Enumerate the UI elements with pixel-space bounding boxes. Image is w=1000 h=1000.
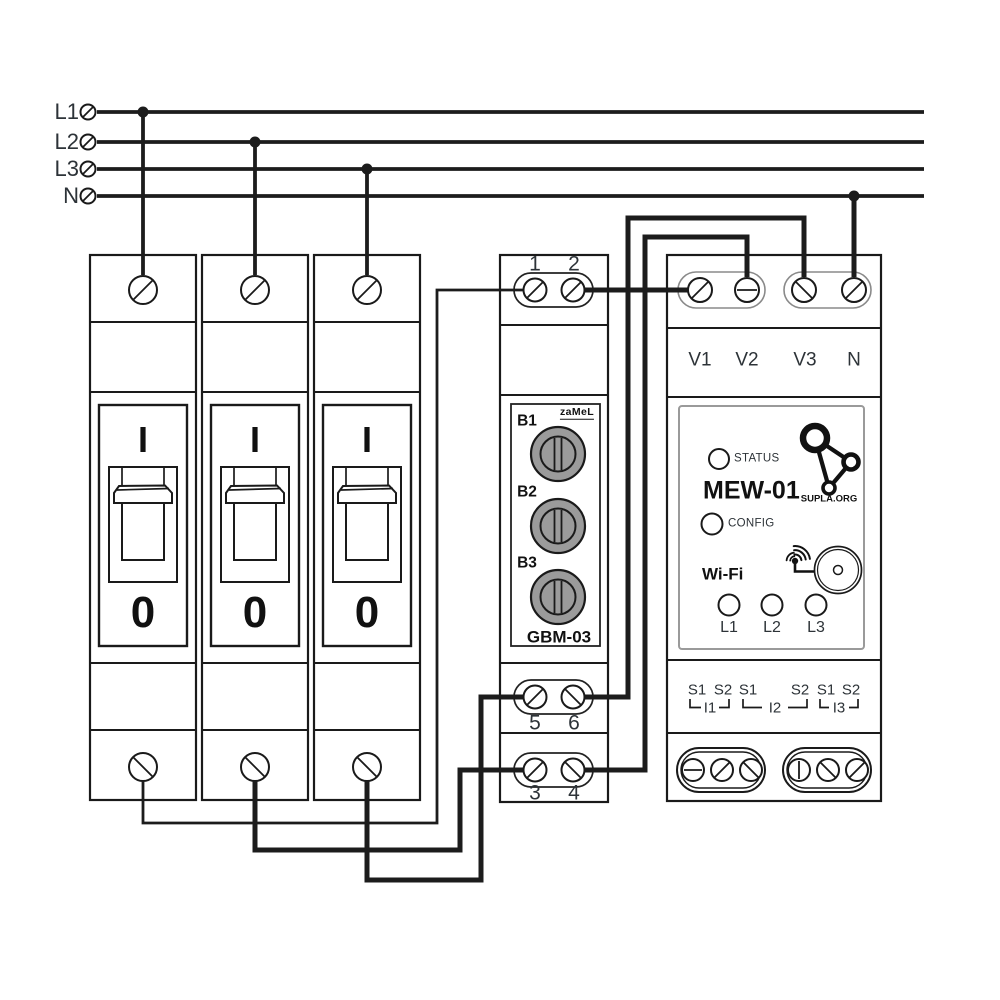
- supply-bus-lines: [97, 110, 924, 198]
- breaker-toggle-lever: [108, 466, 178, 583]
- bus-label-n: N: [63, 183, 79, 208]
- s-terminal-label-3: S1: [738, 681, 758, 699]
- circuit-breaker: [88, 253, 198, 802]
- bus-label-l2: L2: [54, 129, 79, 154]
- mew-voltage-terminal-screws: [687, 277, 867, 303]
- wire-breaker3-to-gbm-5: [364, 694, 523, 883]
- breaker-bottom-terminal-screw: [128, 752, 158, 782]
- mew-terminal-label-v2: V2: [735, 349, 759, 371]
- gbm-terminal-label-6: 6: [568, 711, 580, 735]
- breaker2-off-mark: 0: [242, 588, 268, 637]
- bus-source-terminals: [79, 103, 97, 205]
- input-group-brackets: [689, 699, 859, 709]
- gbm-terminal-label-1: 1: [529, 252, 541, 276]
- junction-dot-l1: [137, 106, 149, 118]
- phase-led-l3: [804, 593, 828, 617]
- supla-logo-icon: [799, 422, 861, 496]
- rotary-knob-b1: [529, 425, 587, 483]
- gbm-channel-label-b1: B1: [517, 412, 537, 430]
- breaker1-on-mark: I: [137, 419, 149, 460]
- wire-gbm-6-to-mew-v3: [585, 215, 807, 700]
- bus-label-l1: L1: [54, 99, 79, 124]
- gbm-terminal-label-4: 4: [568, 781, 580, 805]
- s-terminal-label-1: S1: [687, 681, 707, 699]
- mew-terminal-label-v1: V1: [688, 349, 712, 371]
- s-terminal-label-4: S2: [790, 681, 810, 699]
- input-group-label-i3: I3: [832, 699, 846, 717]
- mew-terminal-label-v3: V3: [793, 349, 817, 371]
- bus-label-l3: L3: [54, 156, 79, 181]
- phase-led-l2: [760, 593, 784, 617]
- s-terminal-label-5: S1: [816, 681, 836, 699]
- status-led: [708, 448, 730, 470]
- phase-led-label-l1: L1: [720, 619, 738, 636]
- mew-s-terminal-screws: [681, 758, 869, 782]
- input-group-label-i1: I1: [703, 699, 717, 717]
- zamel-logo: zaMeL: [559, 405, 595, 420]
- mew-model-label: MEW-01: [703, 476, 800, 505]
- s-terminal-label-2: S2: [713, 681, 733, 699]
- wire-breaker1-to-gbm-1: [141, 288, 523, 825]
- wiring: [137, 106, 860, 883]
- breaker2-on-mark: I: [249, 419, 261, 460]
- config-led: [700, 512, 724, 536]
- phase-led-label-l2: L2: [763, 619, 781, 636]
- buzzer-icon: [813, 545, 863, 595]
- gbm-channel-label-b3: B3: [517, 554, 537, 572]
- gbm-terminal-screws: [522, 277, 586, 783]
- breaker-top-terminal-screw: [128, 275, 158, 305]
- circuit-breaker-2: [200, 253, 310, 802]
- gbm-terminal-label-2: 2: [568, 252, 580, 276]
- input-group-label-i2: I2: [768, 699, 782, 717]
- rotary-knob-b3: [529, 568, 587, 626]
- gbm-terminal-label-3: 3: [529, 781, 541, 805]
- gbm-channel-label-b2: B2: [517, 483, 537, 501]
- gbm-model-label: GBM-03: [526, 627, 592, 647]
- circuit-breaker-3: [312, 253, 422, 802]
- junction-dot-n: [848, 190, 860, 202]
- wifi-label: Wi-Fi: [702, 564, 744, 584]
- junction-dot-l3: [361, 163, 373, 175]
- gbm-03-module: [498, 253, 610, 804]
- rotary-knob-b2: [529, 497, 587, 555]
- wifi-antenna-icon: [785, 545, 814, 573]
- wire-gbm-4-to-mew-v2: [585, 234, 750, 773]
- breaker1-off-mark: 0: [130, 588, 156, 637]
- breaker3-off-mark: 0: [354, 588, 380, 637]
- phase-led-l1: [717, 593, 741, 617]
- breaker3-on-mark: I: [361, 419, 373, 460]
- status-label: STATUS: [734, 452, 780, 465]
- gbm-terminal-label-5: 5: [529, 711, 541, 735]
- mew-terminal-label-n: N: [847, 349, 861, 371]
- s-terminal-label-6: S2: [841, 681, 861, 699]
- phase-led-label-l3: L3: [807, 619, 825, 636]
- junction-dot-l2: [249, 136, 261, 148]
- config-label: CONFIG: [728, 517, 775, 530]
- supla-org-label: SUPLA.ORG: [800, 493, 858, 505]
